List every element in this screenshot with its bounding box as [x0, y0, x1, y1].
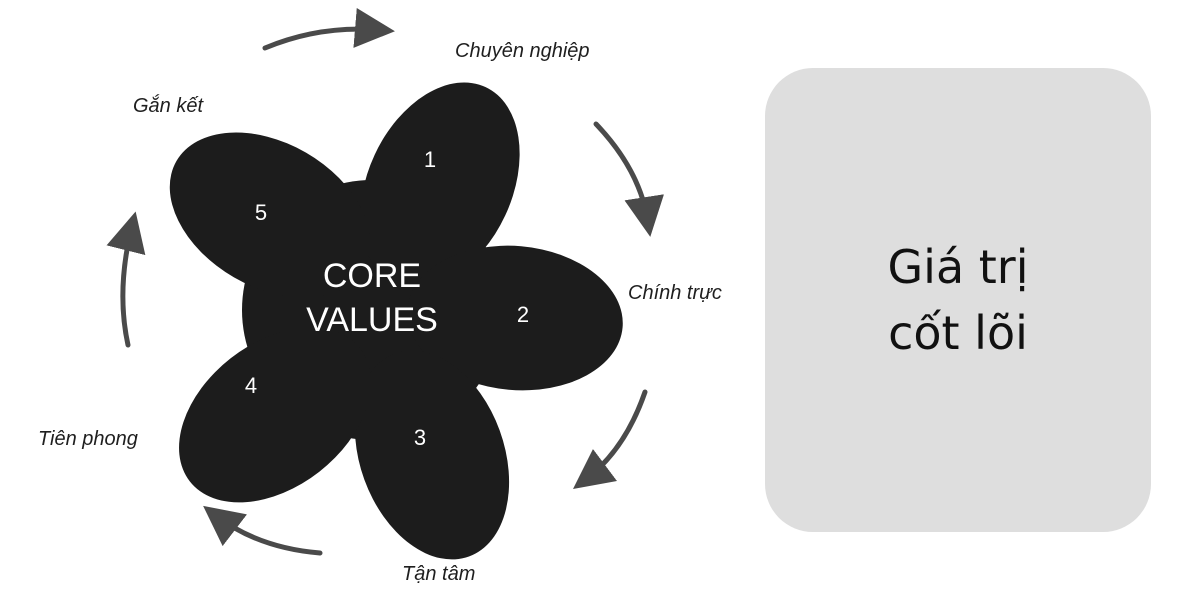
petal-2: [407, 245, 623, 391]
card-title-line-1: Giá trị: [887, 240, 1029, 294]
petal-number-4: 4: [244, 373, 258, 398]
arrow-top: [262, 7, 395, 51]
core-line-2: VALUES: [306, 301, 438, 339]
flower-shape: [169, 82, 623, 560]
value-label-2: Chính trực: [628, 282, 722, 304]
petal-number-3: 3: [413, 425, 427, 450]
petal-1: [360, 82, 520, 288]
arrow-left: [106, 211, 146, 348]
petal-number-5: 5: [254, 200, 268, 225]
value-label-1: Chuyên nghiệp: [455, 40, 590, 62]
arrow-bottom: [203, 505, 323, 556]
card-title-line-2: cốt lõi: [888, 306, 1028, 360]
arrow-right-upper: [593, 121, 664, 237]
arrow-right-lower: [573, 389, 648, 490]
value-label-3: Tận tâm: [402, 563, 476, 585]
value-label-4: Tiên phong: [38, 428, 138, 450]
petal-3: [354, 350, 510, 560]
value-label-5: Gắn kết: [133, 95, 204, 117]
petal-5: [169, 132, 371, 298]
petal-4: [179, 327, 371, 503]
core-values-center-text: CORE VALUES: [272, 254, 472, 342]
cycle-arrows: [106, 7, 664, 556]
card-title: Giá trị cốt lõi: [888, 234, 1029, 366]
petal-number-2: 2: [516, 302, 530, 327]
petal-number-1: 1: [423, 147, 437, 172]
core-line-1: CORE: [322, 257, 422, 295]
core-values-diagram: [106, 7, 664, 560]
core-values-card: Giá trị cốt lõi: [765, 68, 1151, 532]
